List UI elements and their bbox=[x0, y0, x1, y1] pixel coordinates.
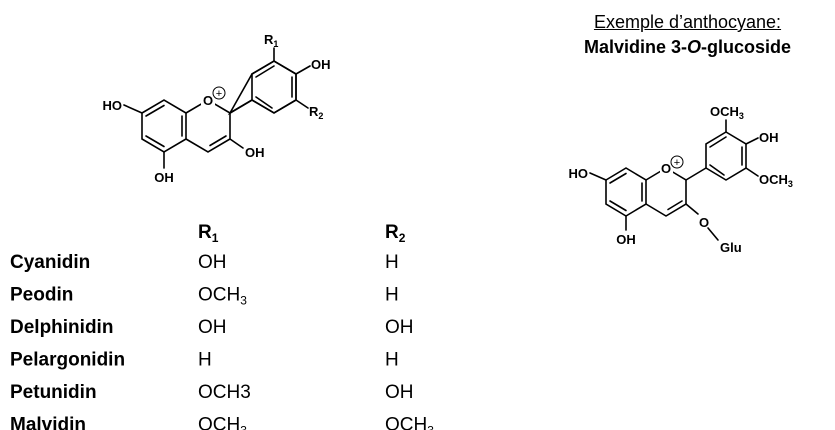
label-glu: Glu bbox=[720, 240, 742, 255]
r2-cell: H bbox=[385, 252, 399, 273]
r2-cell: OH bbox=[385, 317, 414, 338]
r1-cell: OCH3 bbox=[198, 285, 247, 308]
example-caption: Exemple d’anthocyane: Malvidine 3-O-gluc… bbox=[540, 12, 835, 58]
r2-cell: H bbox=[385, 285, 399, 306]
r2-cell: H bbox=[385, 350, 399, 371]
label-och3-top: OCH3 bbox=[710, 104, 744, 121]
example-compound-name: Malvidine 3-O-glucoside bbox=[540, 37, 835, 58]
label-oh-7: HO bbox=[103, 98, 123, 113]
r1-cell: OCH3 bbox=[198, 382, 251, 403]
compound-name-cell: Cyanidin bbox=[10, 252, 90, 273]
label-r1: R1 bbox=[264, 32, 278, 49]
ring-a bbox=[141, 99, 187, 153]
r2-cell: OH bbox=[385, 382, 414, 403]
compound-name-prefix: Malvidine 3- bbox=[583, 37, 687, 57]
table-row: Delphinidin OH OH bbox=[10, 317, 414, 338]
label-oh-5: OH bbox=[616, 232, 636, 247]
compound-name-cell: Malvidin bbox=[10, 415, 86, 430]
table-row: Petunidin OCH3 OH bbox=[10, 382, 414, 403]
label-oh-3: OH bbox=[245, 145, 265, 160]
label-oh-4p: OH bbox=[759, 130, 779, 145]
label-och3-bottom: OCH3 bbox=[759, 172, 793, 189]
table-header-r1: R1 bbox=[198, 222, 219, 245]
ring-oxygen: O bbox=[661, 161, 671, 176]
compound-name-italic: O bbox=[687, 37, 702, 57]
r2-cell: OCH3 bbox=[385, 415, 434, 430]
ring-a bbox=[605, 167, 647, 217]
table-row: Peodin OCH3 H bbox=[10, 285, 399, 308]
positive-charge-icon bbox=[212, 86, 226, 100]
ring-b bbox=[705, 131, 747, 181]
compound-name-cell: Petunidin bbox=[10, 382, 97, 403]
label-r2: R2 bbox=[309, 104, 323, 121]
charge-sign: + bbox=[674, 157, 680, 169]
r1-cell: OCH3 bbox=[198, 415, 247, 430]
label-oh-4p: OH bbox=[311, 57, 331, 72]
malvidin-glucoside-structure: O + HO OH O Glu OH OCH3 OCH3 bbox=[569, 104, 793, 255]
label-oxygen-3: O bbox=[699, 215, 709, 230]
general-anthocyanidin-structure: O + HO OH OH OH R1 R2 bbox=[103, 32, 331, 185]
r1-cell: H bbox=[198, 350, 212, 371]
r1-cell: OH bbox=[198, 317, 227, 338]
label-oh-7: HO bbox=[569, 166, 589, 181]
ring-oxygen: O bbox=[203, 93, 213, 108]
table-header-r2: R2 bbox=[385, 222, 406, 245]
table-row: Pelargonidin H H bbox=[10, 350, 399, 371]
compound-name-cell: Peodin bbox=[10, 285, 73, 306]
table-row: Cyanidin OH H bbox=[10, 252, 399, 273]
label-oh-5: OH bbox=[154, 170, 174, 185]
r1-cell: OH bbox=[198, 252, 227, 273]
compound-name-cell: Delphinidin bbox=[10, 317, 113, 338]
table-row: Malvidin OCH3 OCH3 bbox=[10, 415, 434, 430]
compound-name-suffix: -glucoside bbox=[701, 37, 792, 57]
compound-name-cell: Pelargonidin bbox=[10, 350, 125, 371]
example-heading: Exemple d’anthocyane: bbox=[593, 12, 782, 32]
positive-charge-icon bbox=[670, 155, 684, 169]
charge-sign: + bbox=[216, 88, 222, 100]
